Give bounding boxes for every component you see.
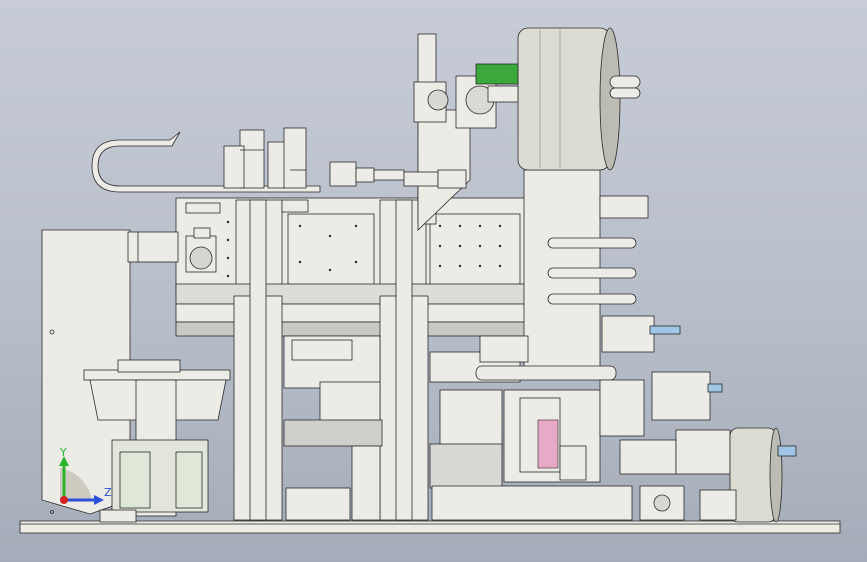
pneumatic-fittings	[649, 325, 723, 393]
base-plate	[19, 520, 841, 534]
left-motor-cylinder	[127, 227, 217, 273]
triad-origin	[60, 496, 68, 504]
coordinate-triad: Y Z	[59, 446, 112, 505]
lower-right-drum	[699, 427, 797, 523]
vertical-columns	[233, 199, 429, 521]
middle-lower-assembly	[283, 335, 383, 521]
large-roll-drum	[517, 27, 621, 171]
main-upper-block	[175, 197, 529, 337]
right-lower-assembly	[429, 335, 731, 521]
top-left-uprights	[223, 127, 307, 189]
center-small-motor	[329, 161, 467, 189]
upper-block-holes	[226, 220, 502, 278]
guide-rods	[547, 75, 641, 305]
y-axis-label: Y	[59, 446, 67, 459]
z-axis-label: Z	[104, 486, 112, 499]
left-lower-carriage	[83, 359, 231, 523]
